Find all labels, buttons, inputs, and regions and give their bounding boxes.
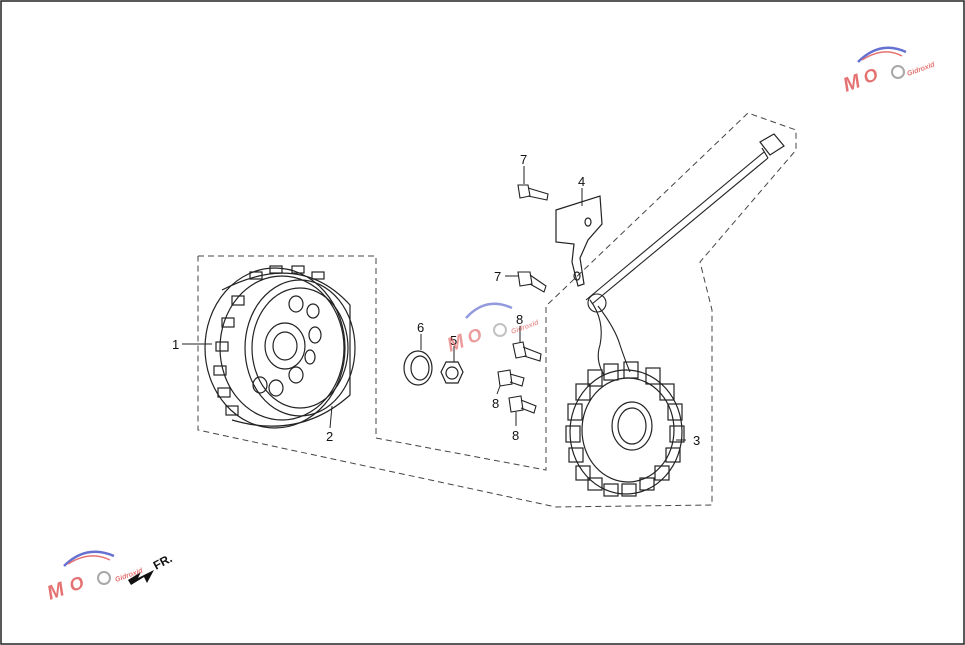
gear-icon bbox=[891, 65, 905, 79]
callout-7-middle: 7 bbox=[494, 269, 501, 284]
bolt-lower-2 bbox=[497, 369, 525, 387]
bolt-lower-1 bbox=[512, 341, 542, 362]
front-direction-arrow: FR. bbox=[128, 551, 174, 585]
svg-text:O: O bbox=[67, 572, 87, 596]
svg-text:O: O bbox=[465, 324, 485, 348]
leader-lines bbox=[182, 166, 686, 441]
washer bbox=[403, 350, 433, 386]
direction-label: FR. bbox=[151, 551, 175, 572]
watermark-logo: M bbox=[840, 70, 864, 97]
callout-8-lower: 8 bbox=[512, 428, 519, 443]
callout-4: 4 bbox=[578, 174, 585, 189]
assembly-outline bbox=[197, 112, 797, 508]
callout-1: 1 bbox=[172, 337, 179, 352]
svg-text:Gidroxid: Gidroxid bbox=[510, 319, 540, 336]
watermark-top-right: M O Gidroxid bbox=[840, 46, 936, 97]
svg-text:M: M bbox=[444, 330, 468, 357]
nut bbox=[440, 361, 464, 384]
bolt-middle bbox=[517, 271, 547, 293]
watermark-center: M O Gidroxid bbox=[444, 302, 540, 357]
watermark-logo: O bbox=[861, 64, 881, 88]
callout-7-upper: 7 bbox=[520, 152, 527, 167]
wire-harness bbox=[585, 151, 769, 376]
callout-2: 2 bbox=[326, 429, 333, 444]
stator bbox=[565, 361, 685, 497]
arrow-icon bbox=[128, 570, 154, 585]
watermark-bottom-left: M O Gidroxid bbox=[44, 550, 144, 605]
bolt-upper bbox=[517, 184, 549, 201]
callout-8-upper: 8 bbox=[516, 312, 523, 327]
connector-plug bbox=[759, 133, 785, 159]
watermark-subtext: Gidroxid bbox=[906, 61, 936, 78]
callout-5: 5 bbox=[450, 333, 457, 348]
callout-8-left: 8 bbox=[492, 396, 499, 411]
callout-3: 3 bbox=[693, 433, 700, 448]
flywheel-rotor bbox=[204, 265, 356, 429]
gear-icon bbox=[97, 571, 111, 585]
callout-6: 6 bbox=[417, 320, 424, 335]
bolt-lower-3 bbox=[508, 395, 537, 414]
gear-icon bbox=[493, 323, 507, 337]
svg-text:M: M bbox=[44, 578, 68, 605]
wire-bracket bbox=[555, 195, 603, 287]
